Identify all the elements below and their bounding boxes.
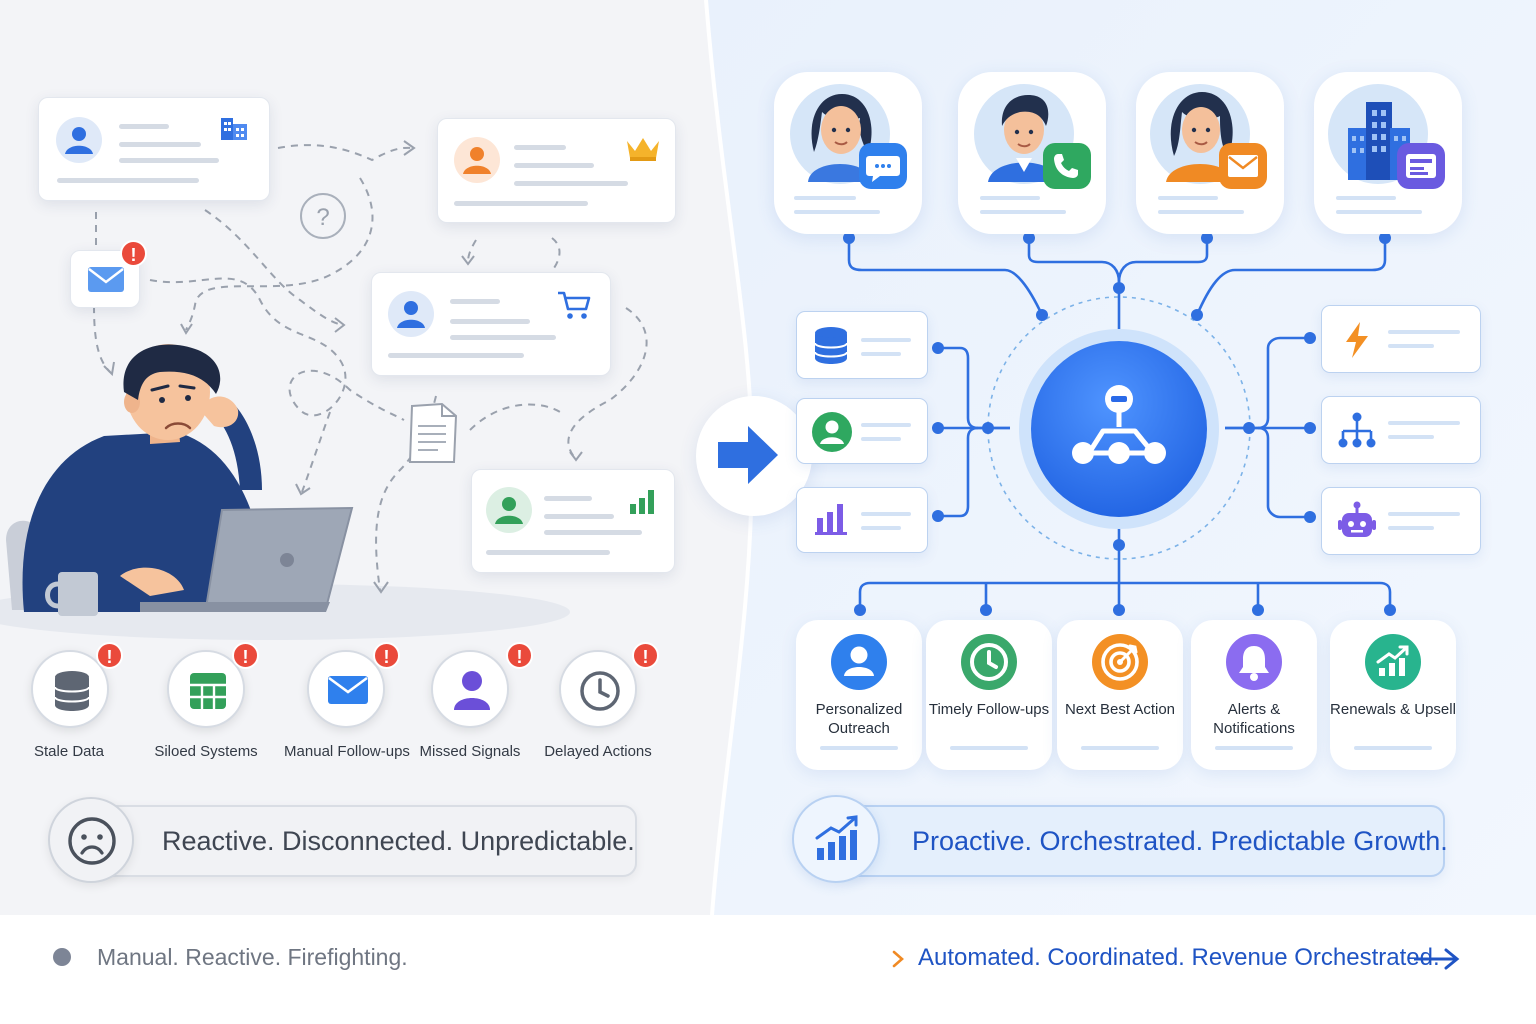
right-arrow-icon	[718, 426, 778, 484]
question-mark: ?	[316, 204, 329, 231]
document-icon	[408, 402, 458, 463]
action-automation	[1321, 487, 1481, 555]
outcome-timely-follow-ups: Timely Follow-ups	[926, 620, 1052, 770]
spreadsheet-icon	[190, 673, 226, 709]
outcome-personalized-outreach: Personalized Outreach	[796, 620, 922, 770]
reactive-banner: Reactive. Disconnected. Unpredictable.	[92, 805, 637, 877]
footer-left-text: Manual. Reactive. Firefighting.	[97, 944, 408, 970]
alert-badge: !	[632, 642, 659, 669]
crown-icon	[627, 138, 659, 161]
bar-chart-icon	[630, 490, 654, 514]
outcome-renewals-upsell: Renewals & Upsell	[1330, 620, 1456, 770]
transition-arrow-button	[696, 396, 812, 516]
frustrated-person-illustration	[6, 344, 354, 616]
issue-missed-signals	[431, 650, 509, 728]
outcome-label: Timely Follow-ups	[928, 701, 1050, 718]
contact-card-4	[471, 469, 675, 573]
orchestration-network-icon	[1072, 385, 1166, 464]
phone-icon	[1043, 143, 1091, 189]
user-avatar-icon	[454, 137, 500, 183]
user-icon	[812, 412, 852, 452]
bar-chart-icon	[815, 504, 847, 535]
status-dot-icon	[53, 948, 71, 966]
person-icon	[831, 634, 887, 690]
proactive-banner: Proactive. Orchestrated. Predictable Gro…	[836, 805, 1448, 877]
robot-icon	[1338, 501, 1376, 537]
clock-icon	[961, 634, 1017, 690]
outcome-next-best-action: Next Best Action	[1057, 620, 1183, 770]
contact-card-icon	[1397, 143, 1445, 189]
data-source-analytics	[796, 487, 928, 553]
contact-card-3	[371, 272, 611, 376]
channel-card-chat	[774, 72, 922, 234]
footer	[0, 915, 1536, 1024]
database-icon	[54, 671, 90, 711]
database-icon	[814, 327, 848, 364]
data-source-database	[796, 311, 928, 379]
proactive-banner-text: Proactive. Orchestrated. Predictable Gro…	[912, 826, 1448, 856]
right-arrow-icon	[1414, 948, 1460, 970]
envelope-icon	[328, 676, 368, 704]
outcome-label: Next Best Action	[1064, 701, 1176, 718]
outcome-label: Alerts & Notifications	[1213, 701, 1295, 737]
orchestration-connectors	[843, 232, 1396, 616]
issue-label: Manual Follow-ups	[284, 743, 410, 760]
hierarchy-icon	[1338, 412, 1376, 448]
reactive-banner-text: Reactive. Disconnected. Unpredictable.	[162, 826, 635, 856]
contact-card-2	[437, 118, 676, 223]
outcome-label: Renewals & Upsell	[1330, 701, 1456, 718]
issue-label: Siloed Systems	[154, 743, 258, 760]
issue-stale-data	[31, 650, 109, 728]
progression-line	[408, 950, 904, 968]
channel-card-email	[1136, 72, 1284, 234]
growth-chart-badge	[792, 795, 880, 883]
sad-face-badge	[48, 797, 134, 883]
outcome-label: Personalized Outreach	[815, 701, 903, 737]
alert-badge: !	[96, 642, 123, 669]
issue-delayed-actions	[559, 650, 637, 728]
issue-label: Missed Signals	[419, 743, 521, 760]
issue-manual-follow-ups	[307, 650, 385, 728]
issue-label: Delayed Actions	[544, 743, 652, 760]
user-avatar-icon	[486, 487, 532, 533]
sad-face-icon	[68, 817, 116, 865]
email-icon	[1219, 143, 1267, 189]
alert-badge: !	[373, 642, 400, 669]
alert-badge: !	[232, 642, 259, 669]
growth-chart-icon	[815, 815, 858, 860]
cart-icon	[558, 291, 591, 319]
issue-siloed-systems	[167, 650, 245, 728]
channel-card-phone	[958, 72, 1106, 234]
bell-icon	[1226, 634, 1282, 690]
contact-card-1	[38, 97, 270, 201]
user-icon	[454, 671, 490, 710]
alert-badge: !	[120, 240, 147, 267]
orchestration-hub	[1019, 329, 1219, 529]
action-workflow	[1321, 396, 1481, 464]
chat-icon	[859, 143, 907, 189]
issue-label: Stale Data	[33, 743, 105, 760]
action-trigger	[1321, 305, 1481, 373]
lightning-icon	[1346, 322, 1368, 358]
growth-icon	[1365, 634, 1421, 690]
data-source-contacts	[796, 398, 928, 464]
envelope-icon	[88, 267, 124, 292]
building-icon	[221, 118, 247, 140]
alert-badge: !	[506, 642, 533, 669]
outcome-alerts-notifications: Alerts & Notifications	[1191, 620, 1317, 770]
channel-card-account	[1314, 72, 1462, 234]
user-avatar-icon	[56, 117, 102, 163]
user-avatar-icon	[388, 291, 434, 337]
target-icon	[1092, 634, 1148, 690]
footer-right-text: Automated. Coordinated. Revenue Orchestr…	[918, 944, 1440, 971]
clock-icon	[580, 671, 620, 711]
